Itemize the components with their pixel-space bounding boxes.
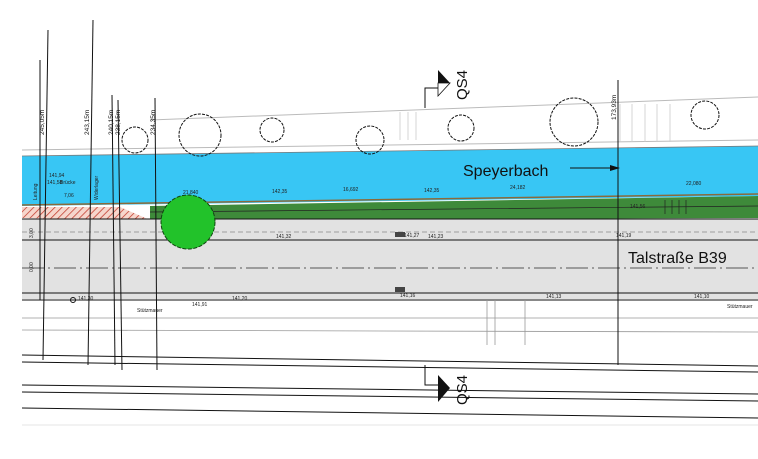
bridge-abutment-hatch xyxy=(22,207,150,220)
elevation-label: 141,20 xyxy=(232,296,248,302)
station-label: 234,35m xyxy=(150,110,157,135)
tree-icon xyxy=(355,125,385,155)
green-bank xyxy=(150,196,758,220)
elevation-label: 141,10 xyxy=(694,294,710,300)
elevation-label: 141,91 xyxy=(192,302,208,308)
tree-icon xyxy=(160,194,216,250)
elevation-label: 141,27 xyxy=(404,233,420,239)
station-label: 173,93m xyxy=(611,95,618,120)
station-label: 238,15m xyxy=(115,110,122,135)
distance-label: 22,080 xyxy=(686,181,702,187)
retaining-wall-label: Stützmauer xyxy=(727,304,753,310)
elevation-label: 141,56 xyxy=(630,204,646,210)
tree-icon xyxy=(447,114,475,142)
tree-icon xyxy=(259,117,285,143)
tree-icon xyxy=(549,97,599,147)
elevation-label: 141,16 xyxy=(400,293,416,299)
offset-label: 0,00 xyxy=(29,262,35,272)
station-label: 240,15m xyxy=(108,110,115,135)
trees xyxy=(121,97,720,250)
retaining-wall-label: Stützmauer xyxy=(137,308,163,314)
distance-label: 7,06 xyxy=(64,193,74,199)
section-marker-top: QS4 xyxy=(424,70,471,108)
flow-arrow-icon xyxy=(610,165,620,171)
section-label-top: QS4 xyxy=(454,70,471,100)
section-label-bottom: QS4 xyxy=(454,375,471,405)
elevation-label: 141,30 xyxy=(78,296,94,302)
tree-icon xyxy=(178,113,222,157)
tree-icon xyxy=(690,100,720,130)
elevation-label: 142,35 xyxy=(272,189,288,195)
distance-label: 21,840 xyxy=(183,190,199,196)
station-lines xyxy=(39,19,619,371)
station-label: 243,15m xyxy=(84,110,91,135)
section-marker-bottom: QS4 xyxy=(424,365,471,405)
road-label: Talstraße B39 xyxy=(628,250,727,267)
tree-icon xyxy=(121,126,149,154)
abutment-label: Widerlager xyxy=(94,175,100,200)
upper-embankment xyxy=(21,96,758,151)
elevation-label: 142,35 xyxy=(424,188,440,194)
pipe-label: Leitung xyxy=(33,183,39,200)
bridge-label: Brücke xyxy=(60,180,76,186)
speyerbach-water xyxy=(22,146,758,206)
offset-label: 3,00 xyxy=(29,228,35,238)
station-label: 245,05m xyxy=(39,110,46,135)
elevation-label: 141,23 xyxy=(428,234,444,240)
river-label: Speyerbach xyxy=(463,163,548,180)
elevation-label: 141,32 xyxy=(276,234,292,240)
elevation-label: 141,94 xyxy=(49,173,65,179)
distance-label: 16,692 xyxy=(343,187,359,193)
elevation-label: 141,19 xyxy=(616,233,632,239)
elevation-label: 141,13 xyxy=(546,294,562,300)
elevation-label: 141,58 xyxy=(47,180,63,186)
distance-label: 24,182 xyxy=(510,185,526,191)
